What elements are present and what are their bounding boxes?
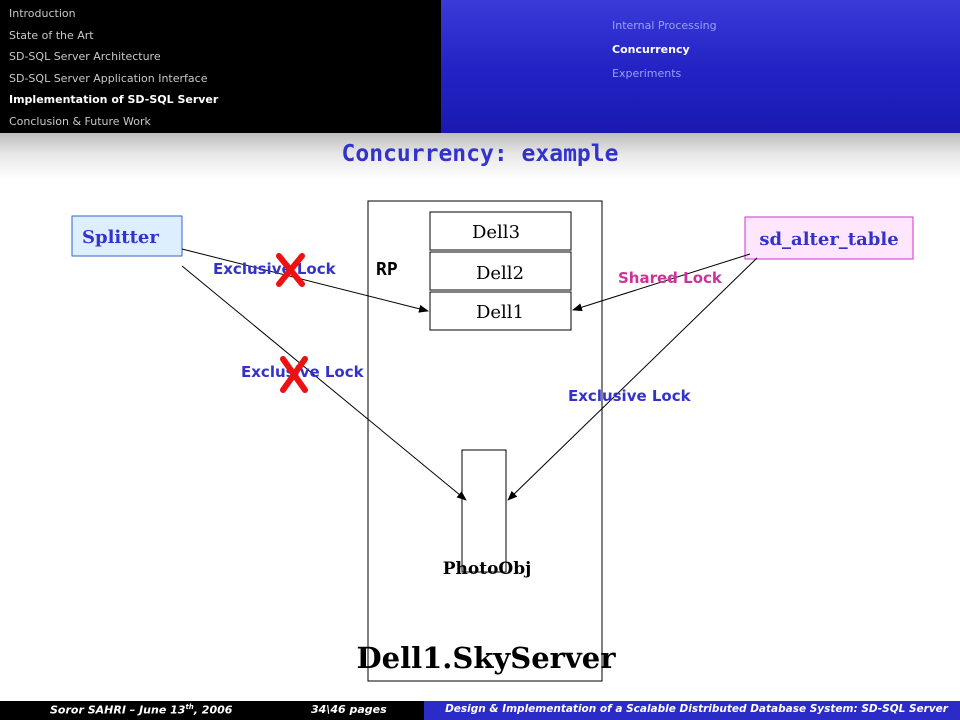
nav-item-concurrency[interactable]: Concurrency (612, 43, 690, 56)
splitter-label: Splitter (82, 227, 159, 248)
partition-dell2-label: Dell2 (476, 263, 524, 284)
footer-author: Soror SAHRI – June 13th, 2006 (50, 703, 233, 717)
footer-pages: 34\46 pages (311, 703, 387, 716)
section-nav: Introduction State of the Art SD-SQL Ser… (0, 0, 441, 133)
partition-dell1-label: Dell1 (476, 302, 524, 323)
splitter-box (71, 215, 183, 257)
lock-label-alter-rp: Shared Lock (618, 269, 723, 287)
server-label: Dell1.SkyServer (356, 641, 616, 675)
arrow-splitter-to-photoobj (181, 265, 467, 501)
nav-item-state-of-the-art[interactable]: State of the Art (9, 29, 94, 42)
cross-icon-2 (280, 356, 308, 393)
nav-item-implementation[interactable]: Implementation of SD-SQL Server (9, 93, 219, 106)
sd-alter-table-box (744, 216, 914, 260)
lock-label-splitter-rp: Exclusive Lock (213, 260, 337, 278)
nav-item-architecture[interactable]: SD-SQL Server Architecture (9, 50, 161, 63)
partition-dell3-label: Dell3 (472, 222, 520, 243)
partition-dell1-box (429, 291, 572, 331)
arrow-splitter-to-rp (181, 248, 429, 313)
sd-alter-table-label: sd_alter_table (759, 229, 898, 250)
lock-label-splitter-photoobj: Exclusive Lock (241, 363, 365, 381)
concurrency-diagram: Dell1.SkyServer Splitter sd_alter_table … (71, 200, 914, 682)
arrow-alter-to-photoobj (507, 257, 758, 501)
footer: Soror SAHRI – June 13th, 2006 34\46 page… (0, 701, 960, 720)
footer-subtitle-box: Design & Implementation of a Scalable Di… (424, 701, 960, 720)
title-band (0, 133, 960, 180)
subsection-nav: Internal Processing Concurrency Experime… (441, 0, 960, 133)
partition-dell2-box (429, 251, 572, 291)
nav-item-conclusion[interactable]: Conclusion & Future Work (9, 115, 151, 128)
footer-subtitle: Design & Implementation of a Scalable Di… (445, 703, 948, 715)
nav-item-internal-processing[interactable]: Internal Processing (612, 19, 717, 32)
cross-icon-1 (276, 253, 305, 287)
slide-title: Concurrency: example (341, 141, 619, 167)
photoobj-box (461, 449, 507, 573)
nav-item-introduction[interactable]: Introduction (9, 7, 76, 20)
arrow-alter-to-rp (572, 253, 751, 312)
nav-item-experiments[interactable]: Experiments (612, 67, 682, 80)
nav-item-application-interface[interactable]: SD-SQL Server Application Interface (9, 72, 208, 85)
partition-dell3-box (429, 211, 572, 251)
photoobj-label: PhotoObj (443, 559, 532, 579)
rp-label: RP (376, 259, 398, 280)
lock-label-alter-photoobj: Exclusive Lock (568, 387, 692, 405)
